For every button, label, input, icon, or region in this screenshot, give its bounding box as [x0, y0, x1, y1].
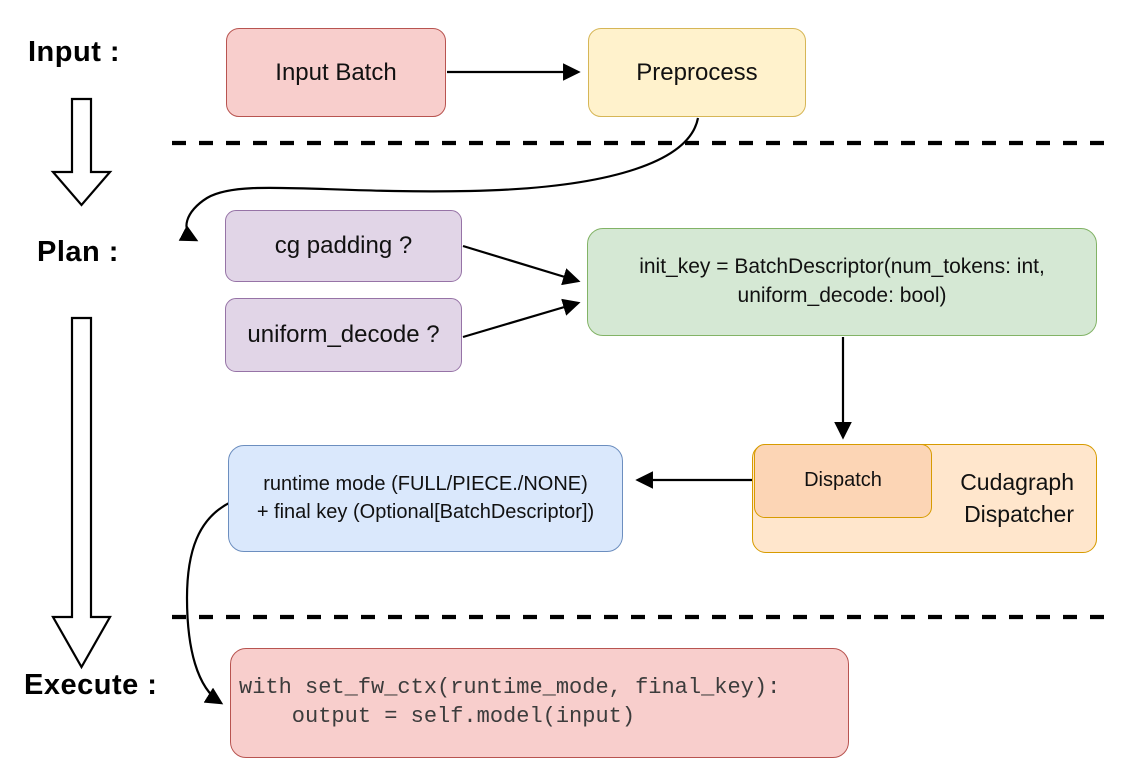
node-preprocess: Preprocess — [588, 28, 806, 117]
node-runtime-mode: runtime mode (FULL/PIECE./NONE) + final … — [228, 445, 623, 552]
node-cudagraph-dispatcher-line2: Dispatcher — [964, 500, 1074, 527]
node-execute-code-line2: output = self.model(input) — [239, 704, 636, 729]
node-cg-padding: cg padding ? — [225, 210, 462, 282]
node-execute-code: with set_fw_ctx(runtime_mode, final_key)… — [230, 648, 849, 758]
node-init-key-line1: init_key = BatchDescriptor(num_tokens: i… — [639, 255, 1045, 279]
node-cudagraph-dispatcher-line1: Cudagraph — [960, 468, 1074, 495]
node-runtime-mode-line2: + final key (Optional[BatchDescriptor]) — [256, 500, 595, 523]
node-execute-code-line1: with set_fw_ctx(runtime_mode, final_key)… — [239, 675, 781, 701]
stage-arrow-plan-icon — [51, 316, 112, 670]
stage-label-input: Input : — [28, 36, 121, 68]
node-dispatch-label: Dispatch — [804, 469, 882, 492]
node-preprocess-label: Preprocess — [636, 58, 758, 86]
node-uniform-decode-label: uniform_decode ? — [247, 321, 440, 349]
node-runtime-mode-line1: runtime mode (FULL/PIECE./NONE) — [263, 472, 588, 495]
stage-label-execute: Execute : — [24, 669, 158, 701]
node-cg-padding-label: cg padding ? — [274, 232, 413, 260]
node-input-batch-label: Input Batch — [275, 58, 397, 86]
node-dispatch: Dispatch — [754, 444, 932, 518]
node-init-key: init_key = BatchDescriptor(num_tokens: i… — [587, 228, 1097, 336]
node-input-batch: Input Batch — [226, 28, 446, 117]
connector-preprocess-to-cgpadding — [178, 117, 700, 242]
node-init-key-line2: uniform_decode: bool) — [737, 284, 947, 307]
connector-runtimemode-to-executecode — [185, 501, 232, 705]
connector-cgpadding-to-initkey — [462, 244, 581, 286]
stage-label-plan: Plan : — [37, 236, 119, 268]
connector-uniformdecode-to-initkey — [462, 298, 581, 339]
node-uniform-decode: uniform_decode ? — [225, 298, 462, 372]
stage-arrow-input-icon — [50, 97, 113, 207]
